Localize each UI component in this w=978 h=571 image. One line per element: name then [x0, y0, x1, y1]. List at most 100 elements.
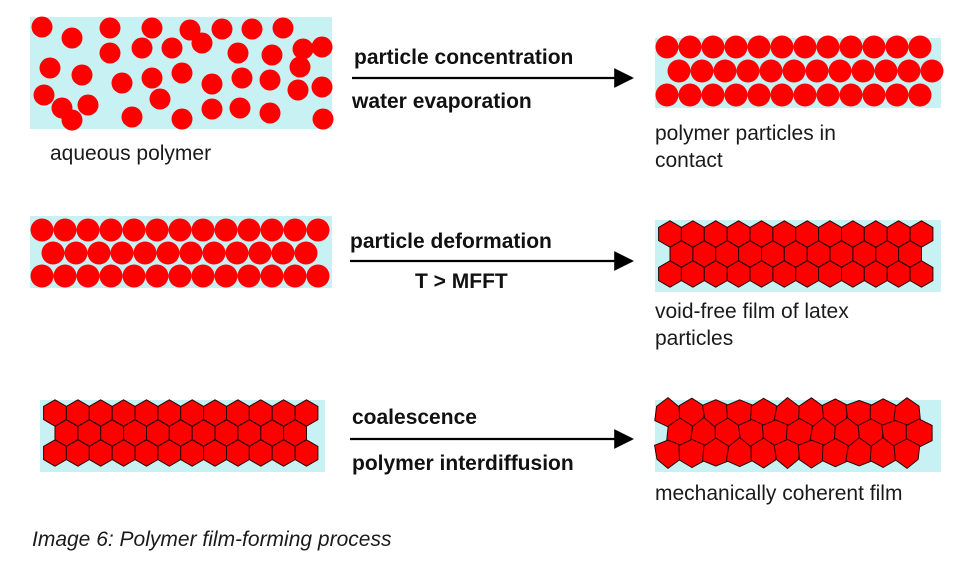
close-packed-particles: [30, 218, 330, 288]
particle: [306, 218, 330, 242]
particle: [30, 264, 54, 288]
step-3-line2: polymer interdiffusion: [352, 452, 574, 475]
particle: [168, 218, 192, 242]
particle: [287, 79, 309, 101]
particle: [793, 83, 817, 107]
particle: [306, 264, 330, 288]
particle: [289, 56, 311, 78]
particle: [248, 241, 272, 265]
particle: [225, 241, 249, 265]
particle: [271, 241, 295, 265]
particle: [260, 264, 284, 288]
particle: [99, 218, 123, 242]
particle: [64, 241, 88, 265]
figure-caption: Image 6: Polymer film-forming process: [32, 528, 392, 551]
step-2-line2: T > MFFT: [415, 270, 508, 293]
particle: [259, 102, 281, 124]
step-1-line2: water evaporation: [352, 90, 532, 113]
particle: [759, 59, 783, 83]
particle: [53, 264, 77, 288]
particle: [747, 35, 771, 59]
dispersed-particles: [31, 16, 334, 131]
particle: [241, 18, 263, 40]
particle: [885, 83, 909, 107]
particle: [667, 59, 691, 83]
step-1-line1: particle concentration: [354, 46, 574, 69]
particle: [122, 218, 146, 242]
particle: [283, 264, 307, 288]
particle: [99, 42, 121, 64]
step-3-line1: coalescence: [352, 406, 477, 429]
particle: [724, 83, 748, 107]
particle: [214, 264, 238, 288]
particle: [110, 241, 134, 265]
particle: [312, 108, 334, 130]
step-2-line1: particle deformation: [350, 230, 552, 253]
particle: [736, 59, 760, 83]
particle: [701, 35, 725, 59]
particle: [311, 36, 333, 58]
particle: [828, 59, 852, 83]
particle: [885, 35, 909, 59]
particle: [227, 42, 249, 64]
particle: [201, 73, 223, 95]
particle: [171, 108, 193, 130]
particle: [816, 83, 840, 107]
particle: [862, 35, 886, 59]
particle: [770, 35, 794, 59]
label-void-free-film-line2: particles: [655, 327, 734, 350]
particle: [292, 38, 314, 60]
particle: [33, 84, 55, 106]
label-particles-in-contact-line2: contact: [655, 149, 723, 172]
particle: [145, 264, 169, 288]
particle: [122, 264, 146, 288]
particle: [145, 218, 169, 242]
particle: [237, 264, 261, 288]
particle: [191, 32, 213, 54]
particle: [87, 241, 111, 265]
particle: [260, 218, 284, 242]
particle: [214, 218, 238, 242]
particle: [897, 59, 921, 83]
coalesced-film: [654, 397, 933, 469]
particle: [76, 264, 100, 288]
particle: [229, 97, 251, 119]
particle: [41, 241, 65, 265]
particle: [908, 35, 932, 59]
label-void-free-film-line1: void-free film of latex: [655, 300, 849, 323]
particle: [839, 83, 863, 107]
particle: [171, 62, 193, 84]
particle: [805, 59, 829, 83]
particle: [690, 59, 714, 83]
particle: [149, 88, 171, 110]
particle: [131, 37, 153, 59]
particle: [53, 218, 77, 242]
hex-particle: [909, 260, 934, 288]
particle: [99, 264, 123, 288]
particle: [724, 35, 748, 59]
particle: [161, 37, 183, 59]
hex-particle: [294, 439, 319, 467]
particle: [133, 241, 157, 265]
particle: [311, 76, 333, 98]
particle: [782, 59, 806, 83]
particle: [237, 218, 261, 242]
particle: [156, 241, 180, 265]
particle: [76, 218, 100, 242]
particle: [261, 44, 283, 66]
particle: [283, 218, 307, 242]
coalesced-domain: [821, 438, 850, 468]
particle: [202, 241, 226, 265]
label-aqueous-polymer: aqueous polymer: [50, 142, 212, 165]
particle: [851, 59, 875, 83]
particle: [168, 264, 192, 288]
particle: [179, 241, 203, 265]
particle: [30, 218, 54, 242]
particle: [839, 35, 863, 59]
particle: [201, 98, 223, 120]
particle: [655, 83, 679, 107]
particle: [141, 17, 163, 39]
label-particles-in-contact-line1: polymer particles in: [655, 122, 836, 145]
hexagonal-particles: [658, 220, 934, 288]
